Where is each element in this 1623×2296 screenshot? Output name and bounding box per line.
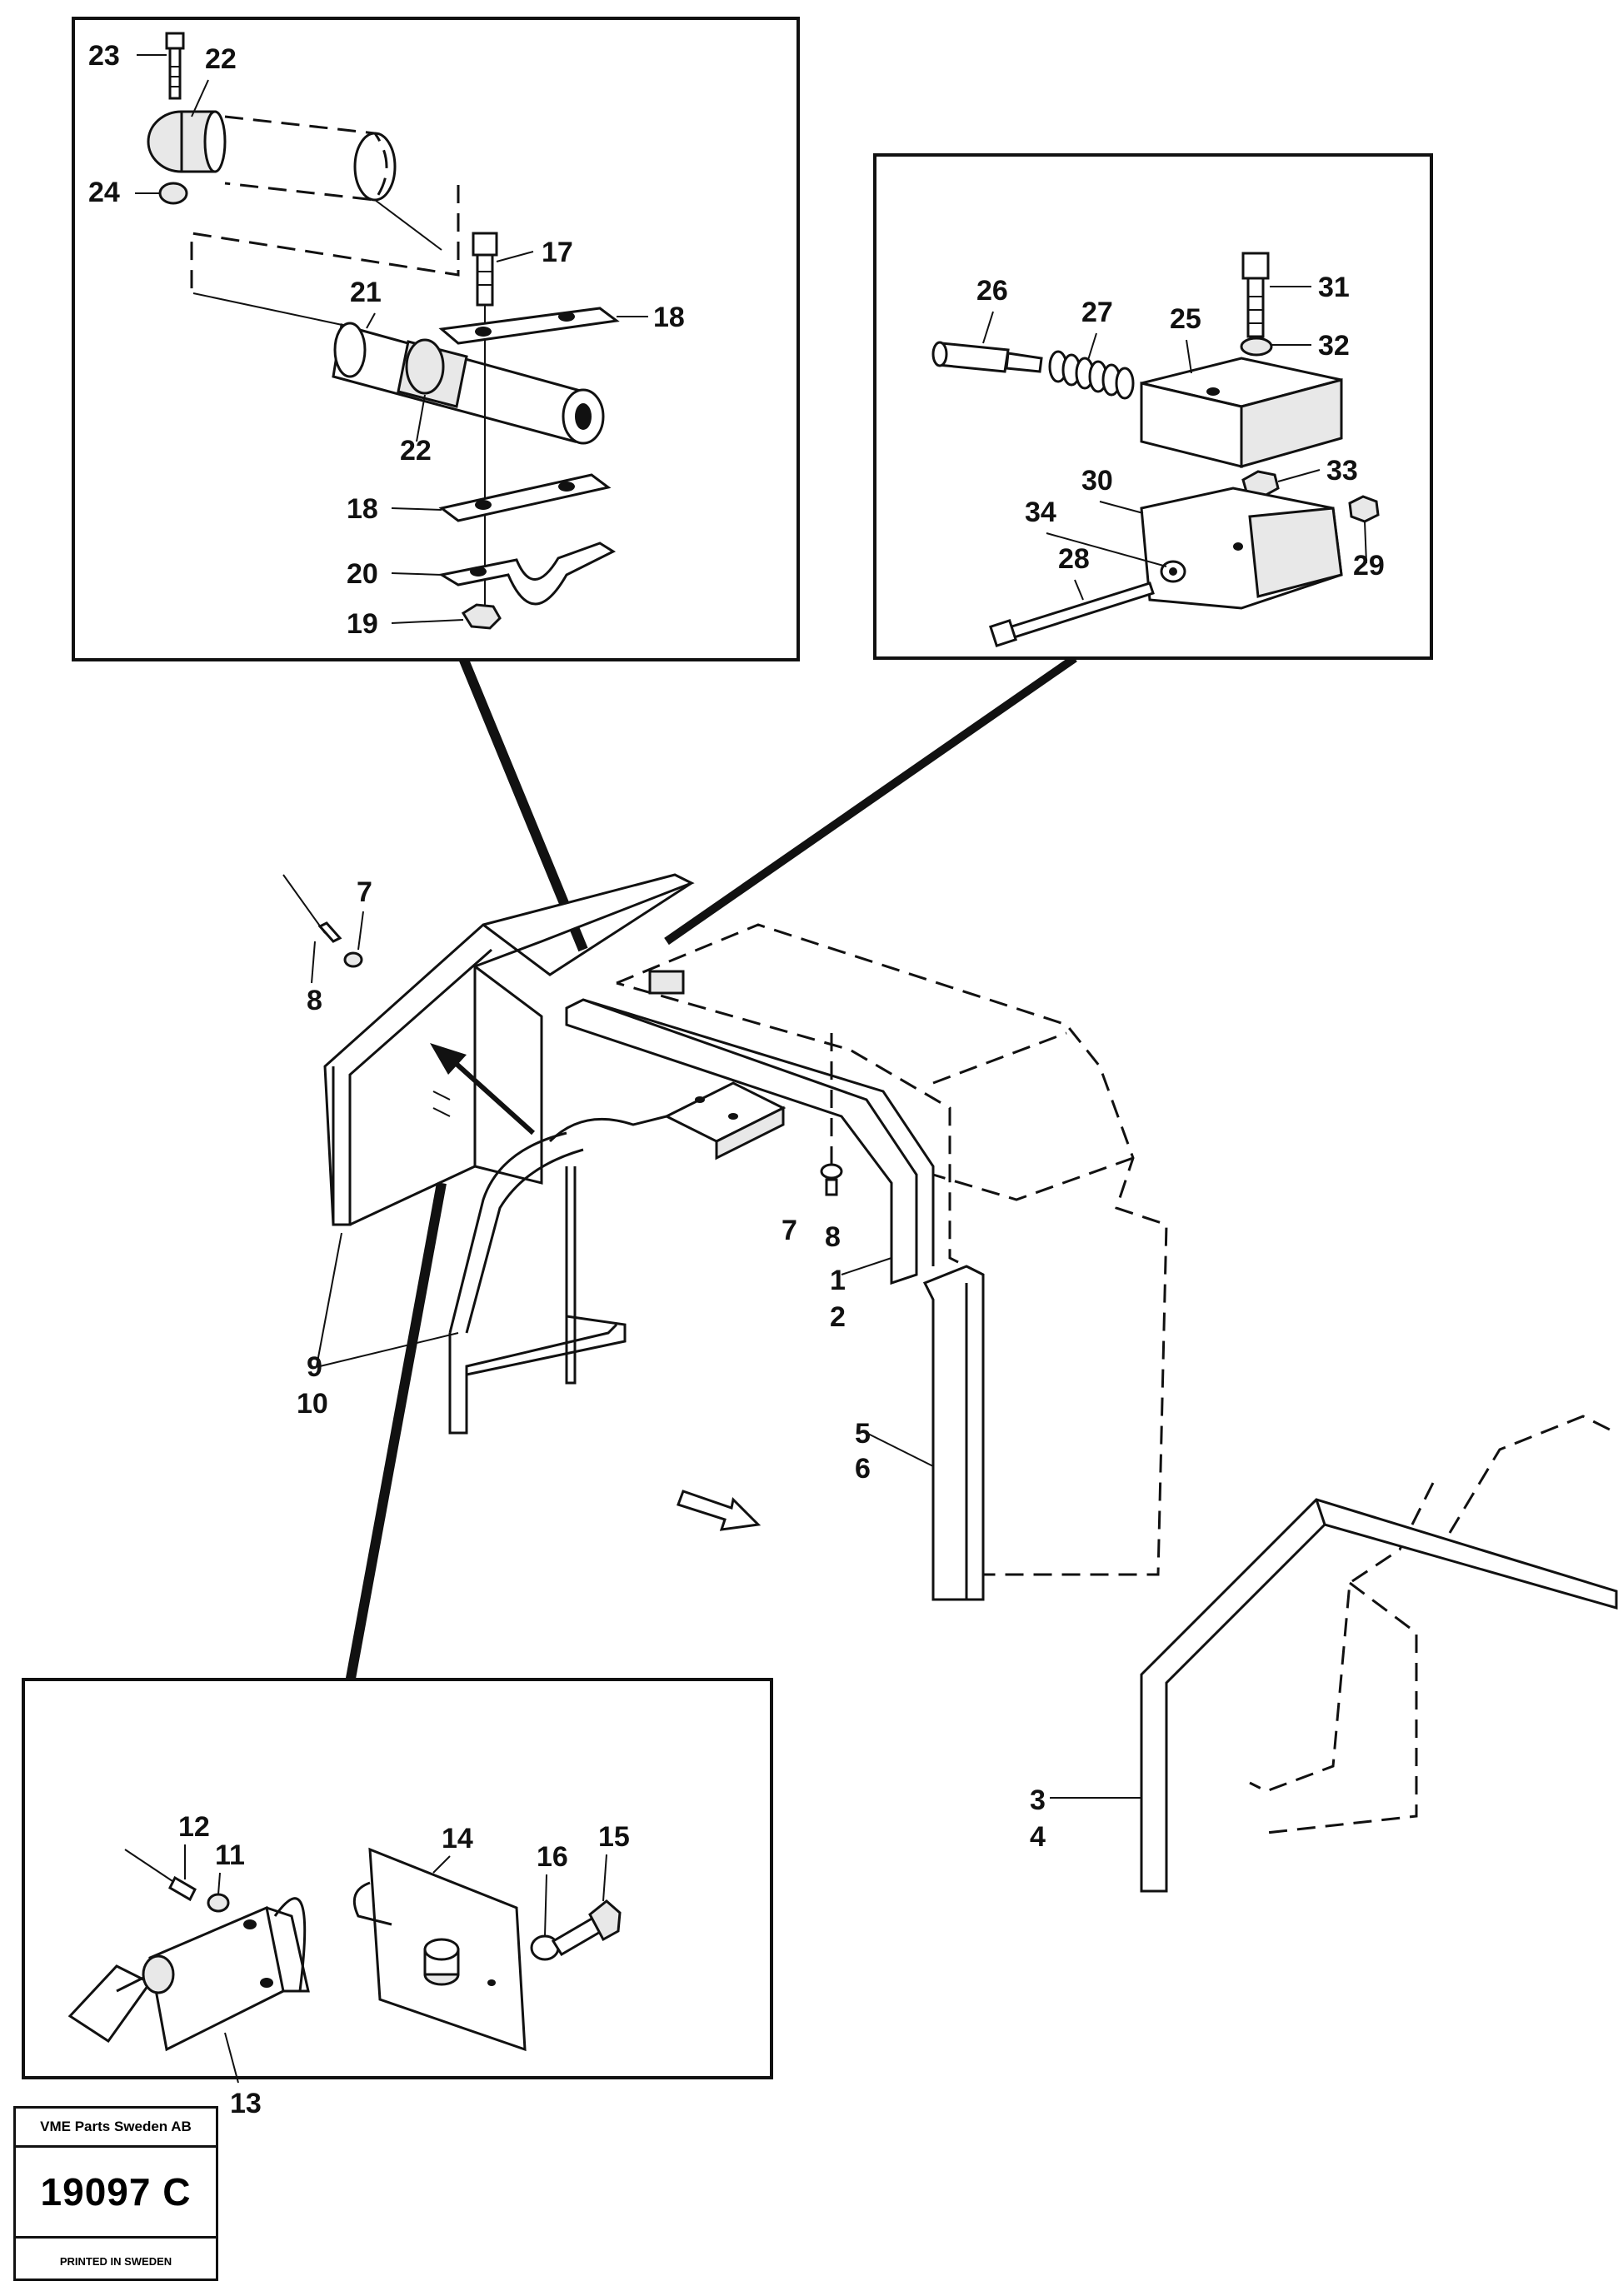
bracket-20-drawing — [437, 542, 617, 606]
callout-label: 22 — [400, 435, 432, 467]
callout-label: 29 — [1353, 550, 1385, 581]
callout-label: 9 — [307, 1351, 322, 1383]
callout-label: 31 — [1318, 272, 1350, 303]
bolt-17-drawing — [472, 232, 498, 307]
pin-12-drawing — [124, 1849, 197, 1902]
bolt-31-drawing — [1241, 252, 1270, 338]
callout-label: 5 — [855, 1418, 871, 1450]
callout-label: 18 — [653, 302, 685, 333]
bracket-30-drawing — [1140, 487, 1343, 610]
callout-label: 28 — [1058, 543, 1090, 575]
main-assembly — [282, 873, 1618, 1893]
block-25-drawing — [1140, 357, 1343, 468]
nut-24-drawing — [158, 182, 188, 205]
callout-label: 32 — [1318, 330, 1350, 362]
detail-1-leader-lines — [135, 54, 648, 624]
callout-label: 10 — [297, 1388, 328, 1420]
callout-label: 8 — [307, 985, 322, 1016]
callout-label: 34 — [1025, 497, 1056, 528]
screw-7-8-panel-drawing — [282, 874, 363, 968]
stamp-drawing-number: 19097 C — [16, 2148, 216, 2239]
bolt-15-drawing — [551, 1899, 622, 1957]
spring-27-drawing — [1048, 350, 1135, 400]
callout-label: 23 — [88, 40, 120, 72]
callout-label: 15 — [598, 1821, 630, 1853]
main-leader-lines — [311, 911, 1141, 1799]
callout-label: 7 — [782, 1215, 797, 1246]
detail-3-leader-lines — [184, 1844, 607, 2084]
side-panel-9-drawing — [323, 873, 695, 1226]
post-5-drawing — [922, 1265, 985, 1601]
plate-14-drawing — [352, 1847, 527, 2052]
callout-label: 24 — [88, 177, 120, 208]
callout-label: 14 — [442, 1823, 473, 1854]
callout-label: 20 — [347, 558, 378, 590]
bolt-28-drawing — [988, 581, 1155, 648]
callout-label: 11 — [215, 1839, 245, 1871]
detail-2-leader-lines — [982, 286, 1367, 601]
callout-label: 6 — [855, 1453, 871, 1485]
callout-label: 25 — [1170, 303, 1201, 335]
washer-32-drawing — [1240, 337, 1273, 357]
callout-label: 18 — [347, 493, 378, 525]
pipe-21-drawing — [332, 322, 605, 445]
callout-label: 30 — [1081, 465, 1113, 497]
stamp-printed: PRINTED IN SWEDEN — [59, 2254, 172, 2268]
callout-label: 16 — [537, 1841, 568, 1873]
screw-7-8-hood-drawing — [820, 1033, 843, 1196]
callout-label: 33 — [1326, 455, 1358, 487]
callout-label: 27 — [1081, 297, 1113, 328]
forward-arrow-drawing — [677, 1490, 762, 1531]
callout-label: 1 — [830, 1265, 846, 1296]
rail-1-drawing — [565, 998, 935, 1285]
detail-box-pipe-mount — [72, 17, 800, 661]
detail-connector-lines — [345, 654, 1077, 1685]
fender-outline-dashed — [616, 923, 1168, 1576]
callout-label: 17 — [542, 237, 573, 268]
hinge-bracket-drawing — [448, 1081, 787, 1435]
bolt-23-drawing — [165, 32, 185, 100]
latch-13-drawing — [67, 1897, 310, 2052]
callout-label: 3 — [1030, 1784, 1046, 1816]
callout-label: 22 — [205, 43, 237, 75]
rail-3-drawing — [1140, 1498, 1618, 1893]
callout-label: 19 — [347, 608, 378, 640]
washer-11-drawing — [207, 1893, 230, 1913]
clamp-22-top-drawing — [147, 110, 442, 251]
pipe-break-dashed-line — [190, 185, 460, 292]
callout-label: 26 — [976, 275, 1008, 307]
callout-label: 13 — [230, 2088, 262, 2119]
right-fender-dashed — [1249, 1415, 1617, 1834]
callout-label: 8 — [825, 1221, 841, 1253]
title-stamp: VME Parts Sweden AB 19097 C PRINTED IN S… — [13, 2106, 218, 2281]
stamp-company: VME Parts Sweden AB — [16, 2109, 216, 2148]
callout-label: 21 — [350, 277, 382, 308]
direction-arrow-drawing — [430, 1043, 536, 1136]
nut-19-drawing — [461, 603, 502, 630]
callout-label: 12 — [178, 1811, 210, 1843]
callout-label: 2 — [830, 1301, 846, 1333]
detail-box-latch — [22, 1678, 773, 2084]
callout-label: 4 — [1030, 1821, 1046, 1853]
nut-29-drawing — [1348, 495, 1380, 523]
detail-box-rubber-mount — [873, 153, 1433, 660]
callout-label: 7 — [357, 876, 372, 908]
mount-block-drawing — [648, 970, 685, 995]
